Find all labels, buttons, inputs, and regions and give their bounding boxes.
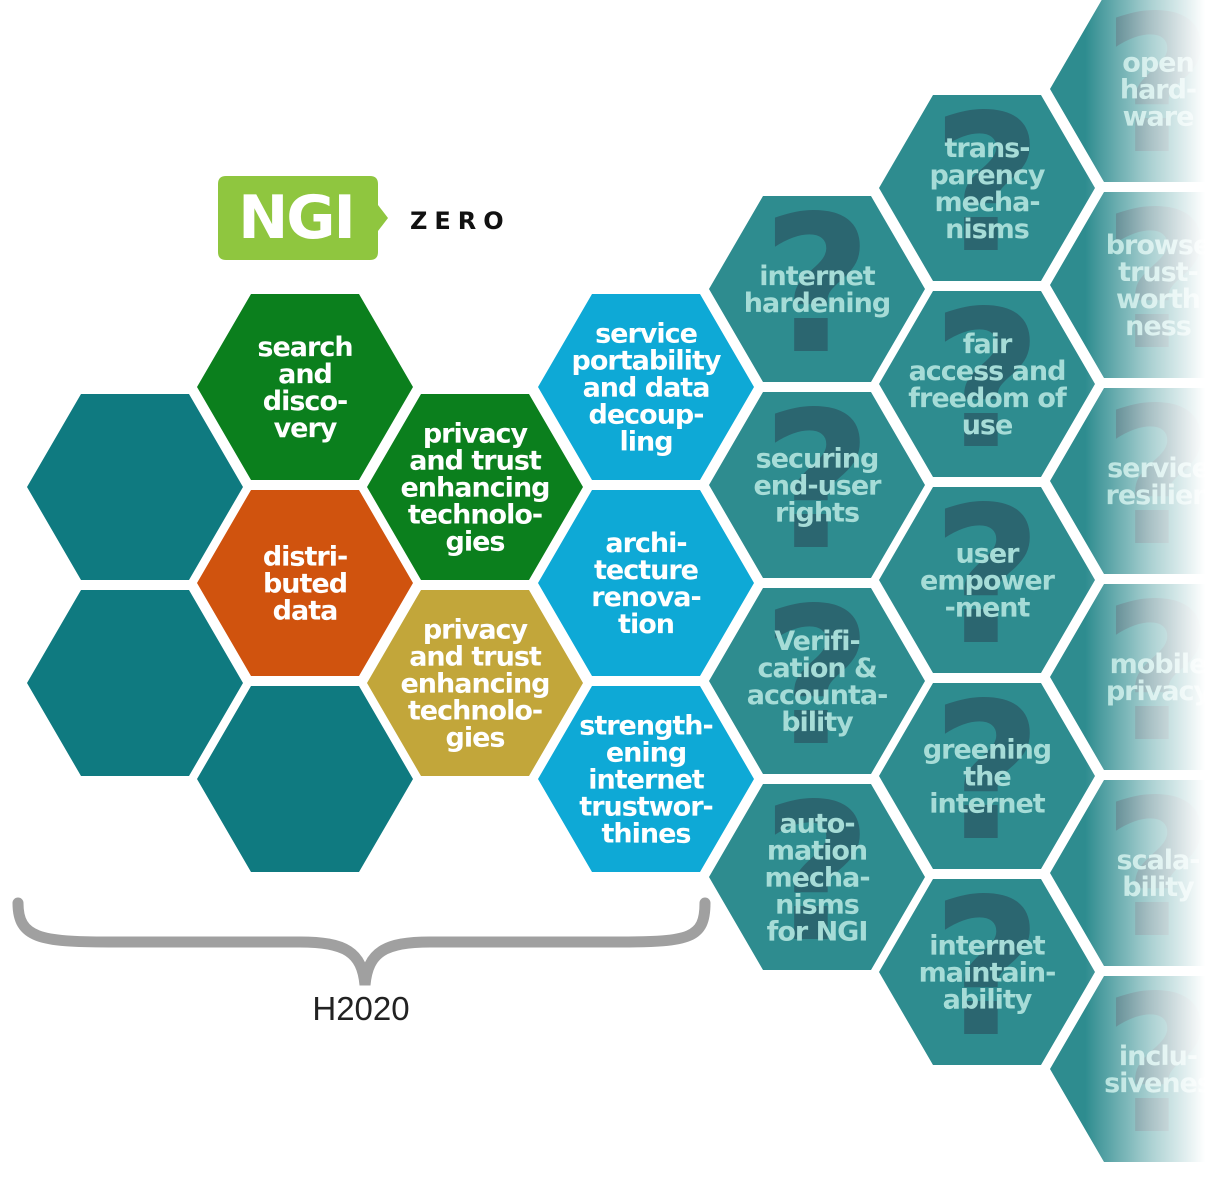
hex-label-line: nisms	[945, 214, 1029, 245]
hex-shape	[27, 590, 243, 776]
hex-label-line: sivenes	[1104, 1068, 1205, 1099]
hex-label-line: rights	[775, 498, 859, 529]
hex-label-line: tion	[618, 609, 674, 640]
hex-label-line: use	[962, 410, 1013, 441]
hex-label-line: bility	[781, 707, 854, 738]
hex-label-line: gies	[446, 723, 505, 754]
hex-shape	[27, 394, 243, 580]
hex-label-line: gies	[446, 527, 505, 558]
hex-label-line: ness	[1125, 311, 1191, 342]
hex-label-line: ability	[943, 985, 1033, 1016]
hex-empty-3	[197, 686, 413, 872]
h2020-brace	[18, 903, 705, 985]
hex-label-line: bility	[1122, 872, 1195, 903]
hex-label-line: ling	[619, 427, 672, 458]
hex-label-line: thines	[602, 819, 691, 850]
h2020-label: H2020	[296, 990, 426, 1028]
ngi-logo-mark: NGI	[238, 183, 354, 253]
hex-label-line: resilien	[1106, 480, 1205, 511]
hex-shape	[197, 686, 413, 872]
hex-label-line: privacy	[1106, 676, 1205, 707]
hex-label-line: -ment	[945, 593, 1031, 624]
hex-empty-1	[27, 394, 243, 580]
hex-empty-2	[27, 590, 243, 776]
hex-label-line: hardening	[744, 288, 890, 319]
hex-label-line: data	[273, 596, 338, 627]
hex-label-line: very	[274, 413, 338, 444]
hex-label-line: ware	[1123, 102, 1194, 133]
ngi-zero-logo: NGI ZERO	[218, 176, 511, 260]
hex-label-line: for NGI	[767, 917, 868, 948]
hex-label-line: internet	[929, 789, 1046, 820]
ngi-logo-wordmark: ZERO	[410, 207, 511, 235]
hex-layer: searchanddisco-verydistri-buteddatapriva…	[27, 0, 1205, 1176]
